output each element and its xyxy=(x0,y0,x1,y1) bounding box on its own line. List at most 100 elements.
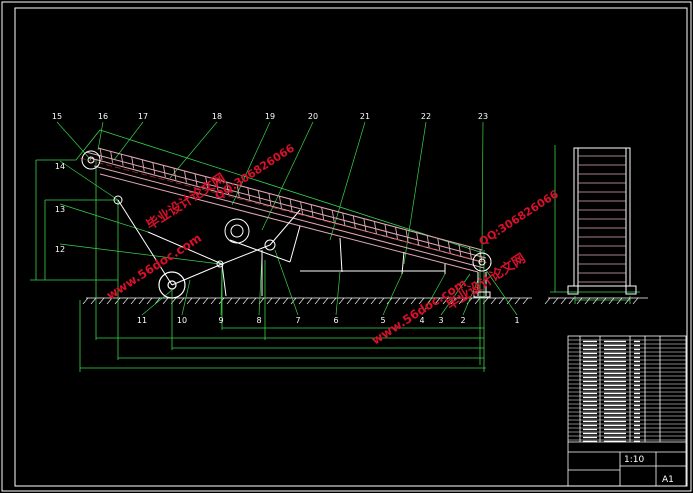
hatch-mark xyxy=(154,297,161,305)
parts-row-fill xyxy=(583,408,597,411)
hatch-mark xyxy=(106,297,113,305)
parts-row-fill xyxy=(583,420,597,423)
cleat xyxy=(447,241,451,254)
parts-row-fill xyxy=(604,392,626,395)
parts-list-text xyxy=(583,340,640,443)
parts-row-fill xyxy=(583,436,597,439)
cleat xyxy=(215,179,219,192)
idler-small xyxy=(113,195,276,268)
parts-row-fill xyxy=(604,396,626,399)
hatch-mark xyxy=(90,297,97,305)
parts-row-fill xyxy=(604,388,626,391)
cleat xyxy=(458,244,462,257)
cleat xyxy=(395,227,398,240)
wheel xyxy=(158,271,186,299)
hatch-mark xyxy=(114,297,121,305)
hatch-mark xyxy=(98,297,105,305)
part-number-12: 12 xyxy=(55,245,65,254)
hatch-mark xyxy=(194,297,201,305)
part-number-5: 5 xyxy=(380,316,385,325)
parts-row-fill xyxy=(634,432,640,435)
parts-row-fill xyxy=(634,356,640,359)
hatch-mark xyxy=(290,297,297,305)
parts-row-fill xyxy=(604,424,626,427)
side-view xyxy=(567,147,637,295)
conveyor-belt xyxy=(85,147,487,273)
hatch-mark xyxy=(450,297,457,305)
parts-row-fill xyxy=(583,340,597,343)
part-number-23: 23 xyxy=(478,112,488,121)
parts-row-fill xyxy=(634,396,640,399)
parts-row-fill xyxy=(604,428,626,431)
cleat xyxy=(141,159,145,172)
part-number-6: 6 xyxy=(333,316,338,325)
hatch-mark xyxy=(378,297,385,305)
leader-line xyxy=(329,121,366,241)
parts-row-fill xyxy=(604,348,626,351)
hatch-mark xyxy=(394,297,401,305)
watermark-qq-1: QQ:306826066 xyxy=(213,141,298,202)
parts-row-fill xyxy=(583,400,597,403)
parts-row-fill xyxy=(583,348,597,351)
parts-row-fill xyxy=(634,348,640,351)
cleat xyxy=(152,162,156,175)
side-ground-hatch xyxy=(544,297,639,305)
cleat xyxy=(289,198,293,212)
leader-line xyxy=(382,273,403,316)
cleat xyxy=(437,238,441,251)
cleat xyxy=(110,150,113,163)
hatch-mark xyxy=(130,297,137,305)
leader-line xyxy=(97,121,104,151)
hatch-mark xyxy=(226,297,233,305)
head-pulley xyxy=(81,150,101,170)
part-number-3: 3 xyxy=(438,316,443,325)
ground-hatch xyxy=(82,297,529,305)
cleat xyxy=(363,218,367,231)
parts-row-fill xyxy=(604,400,626,403)
parts-row-fill xyxy=(583,388,597,391)
parts-row-fill xyxy=(634,364,640,367)
parts-row-fill xyxy=(583,356,597,359)
hatch-mark xyxy=(600,297,607,305)
leader-line xyxy=(421,273,446,316)
part-number-14: 14 xyxy=(55,162,65,171)
part-number-1: 1 xyxy=(514,316,519,325)
parts-row-fill xyxy=(583,412,597,415)
hatch-mark xyxy=(616,297,623,305)
parts-row-fill xyxy=(634,412,640,415)
hatch-mark xyxy=(624,297,631,305)
parts-row-fill xyxy=(583,360,597,363)
hatch-mark xyxy=(362,297,369,305)
cleat xyxy=(342,213,346,226)
parts-row-fill xyxy=(634,404,640,407)
parts-row-fill xyxy=(583,376,597,379)
leader-line xyxy=(181,279,191,316)
cleat xyxy=(205,176,208,189)
parts-row-fill xyxy=(604,384,626,387)
parts-row-fill xyxy=(583,396,597,399)
title-scale: 1:10 xyxy=(624,455,644,465)
hatch-mark xyxy=(122,297,129,305)
hatch-mark xyxy=(178,297,185,305)
tail-pulley xyxy=(472,252,492,272)
parts-row-fill xyxy=(604,420,626,423)
leader-line xyxy=(335,271,341,316)
parts-row-fill xyxy=(583,352,597,355)
parts-row-fill xyxy=(604,368,626,371)
leader-line xyxy=(481,121,484,255)
hatch-mark xyxy=(490,297,497,305)
hatch-mark xyxy=(632,297,639,305)
support-frame xyxy=(117,199,491,298)
parts-row-fill xyxy=(604,404,626,407)
watermark-site-1: www.56doc.com xyxy=(104,231,204,303)
parts-row-fill xyxy=(634,352,640,355)
hatch-mark xyxy=(162,297,169,305)
hatch-mark xyxy=(410,297,417,305)
part-number-11: 11 xyxy=(137,316,147,325)
hatch-mark xyxy=(592,297,599,305)
part-number-7: 7 xyxy=(295,316,300,325)
parts-row-fill xyxy=(634,392,640,395)
parts-row-fill xyxy=(634,400,640,403)
